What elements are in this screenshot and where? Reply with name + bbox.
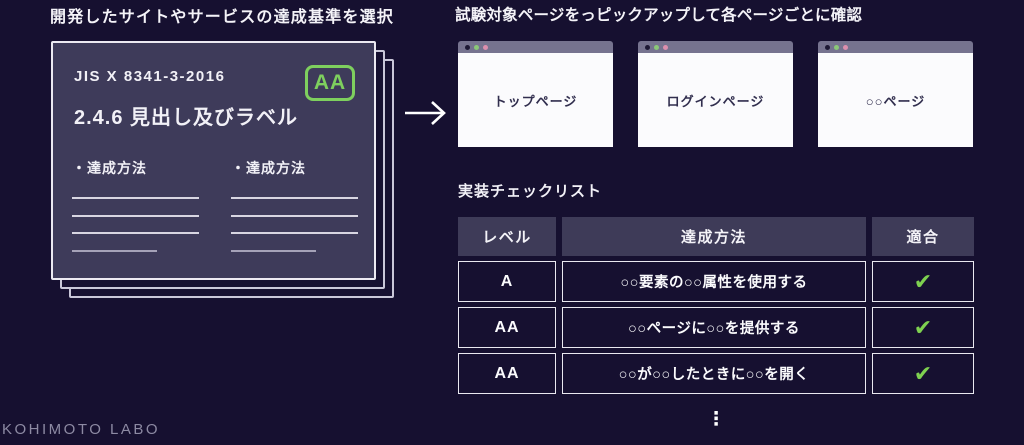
placeholder-line — [72, 232, 199, 234]
window-dot-green-icon — [834, 44, 839, 50]
method-column: ・達成方法 — [72, 158, 202, 252]
right-arrow-icon — [405, 101, 446, 125]
window-page-title: ○○ページ — [818, 53, 973, 147]
window-dot-pink-icon — [663, 44, 668, 50]
conformance-level-badge: AA — [305, 65, 355, 101]
method-column: ・達成方法 — [231, 158, 361, 252]
check-icon: ✔ — [872, 307, 974, 348]
window-dot-pink-icon — [483, 44, 488, 50]
method-label: ・達成方法 — [72, 160, 147, 176]
more-rows-ellipsis-icon: ⋮ — [706, 409, 726, 430]
window-dot-green-icon — [654, 44, 659, 50]
window-dot-pink-icon — [843, 44, 848, 50]
cell-method: ○○要素の○○属性を使用する — [562, 261, 866, 302]
placeholder-line — [231, 197, 358, 199]
column-header-level: レベル — [458, 217, 556, 256]
method-label: ・達成方法 — [231, 160, 306, 176]
window-page-title: トップページ — [458, 53, 613, 147]
browser-window-top-page: トップページ — [458, 41, 613, 147]
right-step-heading: 試験対象ページをっピックアップして各ページごとに確認 — [455, 7, 863, 24]
criterion-card-stack: JIS X 8341-3-2016 AA 2.4.6 見出し及びラベル ・達成方… — [51, 41, 394, 298]
check-icon: ✔ — [872, 261, 974, 302]
window-dot-green-icon — [474, 44, 479, 50]
browser-window-login-page: ログインページ — [638, 41, 793, 147]
column-header-pass: 適合 — [872, 217, 974, 256]
window-dot-dark-icon — [465, 44, 470, 50]
placeholder-line — [231, 232, 358, 234]
cell-method: ○○が○○したときに○○を開く — [562, 353, 866, 394]
window-dot-dark-icon — [825, 44, 830, 50]
cell-level: AA — [458, 307, 556, 348]
window-dot-dark-icon — [645, 44, 650, 50]
column-header-method: 達成方法 — [562, 217, 866, 256]
window-page-title: ログインページ — [638, 53, 793, 147]
window-titlebar — [638, 41, 793, 53]
watermark-label: KOHIMOTO LABO — [2, 421, 161, 438]
placeholder-line — [72, 214, 199, 217]
cell-level: A — [458, 261, 556, 302]
standard-name: JIS X 8341-3-2016 — [74, 68, 226, 85]
cell-level: AA — [458, 353, 556, 394]
cell-method: ○○ページに○○を提供する — [562, 307, 866, 348]
browser-window-other-page: ○○ページ — [818, 41, 973, 147]
placeholder-line — [72, 197, 199, 199]
placeholder-line — [72, 249, 157, 252]
criterion-card: JIS X 8341-3-2016 AA 2.4.6 見出し及びラベル ・達成方… — [51, 41, 376, 280]
check-icon: ✔ — [872, 353, 974, 394]
left-step-heading: 開発したサイトやサービスの達成基準を選択 — [50, 9, 395, 26]
window-titlebar — [818, 41, 973, 53]
checklist-heading: 実装チェックリスト — [458, 183, 603, 200]
checklist-table: レベル 達成方法 適合 A ○○要素の○○属性を使用する ✔ AA ○○ページに… — [458, 217, 974, 394]
criterion-title: 2.4.6 見出し及びラベル — [74, 107, 299, 129]
placeholder-line — [231, 249, 316, 252]
placeholder-line — [231, 214, 358, 217]
window-titlebar — [458, 41, 613, 53]
